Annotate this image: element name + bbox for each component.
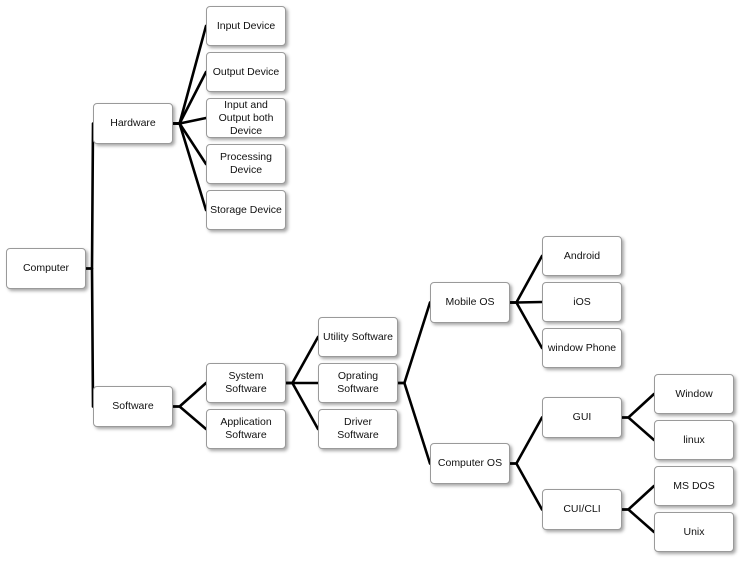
connector-computer_os-to-cui_cli (508, 462, 544, 511)
connector-gui-to-window (620, 392, 656, 419)
connector-hardware-to-storage_device (171, 122, 208, 212)
node-output-device: Output Device (206, 52, 286, 92)
connector-computer-to-hardware (84, 122, 95, 270)
node-utility-software: Utility Software (318, 317, 398, 357)
connector-hardware-to-output_device (171, 70, 208, 125)
node-cui-cli: CUI/CLI (542, 489, 622, 530)
node-input-output-device: Input and Output both Device (206, 98, 286, 138)
connector-computer_os-to-gui (508, 416, 544, 465)
node-storage-device: Storage Device (206, 190, 286, 230)
node-window: Window (654, 374, 734, 414)
node-computer: Computer (6, 248, 86, 289)
node-ios: iOS (542, 282, 622, 322)
connector-software-to-system_software (171, 381, 208, 408)
node-unix: Unix (654, 512, 734, 552)
node-android: Android (542, 236, 622, 276)
node-application-software: Application Software (206, 409, 286, 449)
connector-cui_cli-to-unix (620, 508, 656, 534)
connector-operating_software-to-mobile_os (396, 301, 432, 385)
node-ms-dos: MS DOS (654, 466, 734, 506)
node-software: Software (93, 386, 173, 427)
connector-mobile_os-to-android (508, 254, 544, 304)
connector-hardware-to-input_device (171, 24, 208, 125)
node-driver-software: Driver Software (318, 409, 398, 449)
connector-system_software-to-driver_software (284, 381, 320, 431)
connector-computer-to-software (84, 267, 95, 408)
node-window-phone: window Phone (542, 328, 622, 368)
node-operating-software: Oprating Software (318, 363, 398, 403)
connector-cui_cli-to-ms_dos (620, 484, 656, 511)
node-computer-os: Computer OS (430, 443, 510, 484)
connector-software-to-application_software (171, 405, 208, 431)
node-input-device: Input Device (206, 6, 286, 46)
connector-system_software-to-utility_software (284, 335, 320, 385)
node-system-software: System Software (206, 363, 286, 403)
node-processing-device: Processing Device (206, 144, 286, 184)
connector-gui-to-linux (620, 416, 656, 442)
node-mobile-os: Mobile OS (430, 282, 510, 323)
node-hardware: Hardware (93, 103, 173, 144)
connector-operating_software-to-computer_os (396, 381, 432, 465)
connector-mobile_os-to-window_phone (508, 301, 544, 350)
node-linux: linux (654, 420, 734, 460)
node-gui: GUI (542, 397, 622, 438)
